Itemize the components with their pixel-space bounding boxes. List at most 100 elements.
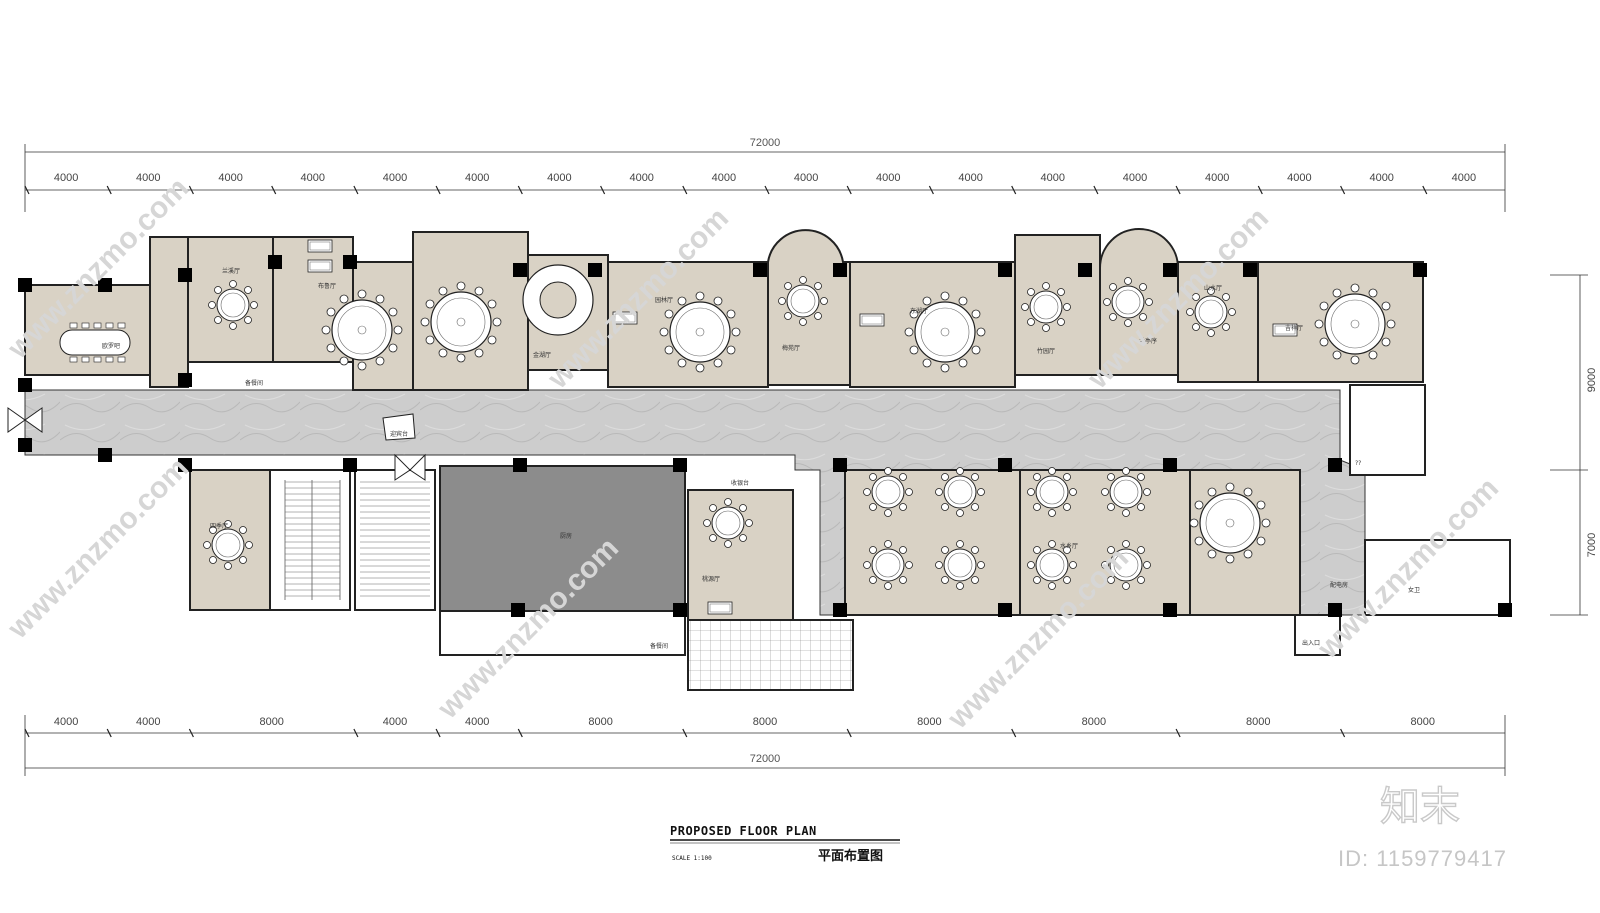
top-segment-label: 4000 (136, 172, 160, 184)
dimension-tick (846, 185, 852, 195)
column (1163, 263, 1177, 277)
column (18, 378, 32, 392)
column (833, 603, 847, 617)
room-label-meiyuan: 梅苑厅 (782, 344, 800, 352)
room-label-lantingxu: 兰亭序 (1139, 337, 1157, 345)
room-label-oulouba: 欧罗吧 (102, 342, 120, 350)
stairs-treads (285, 481, 430, 597)
top-segment-label: 4000 (547, 172, 571, 184)
room-label-kitchen: 厨房 (560, 532, 572, 540)
bottom-segment-label: 8000 (1246, 716, 1270, 728)
top-segment-label: 4000 (958, 172, 982, 184)
top-segment-label: 4000 (301, 172, 325, 184)
top-segment-label: 4000 (1452, 172, 1476, 184)
chair (105, 322, 114, 329)
dimension-tick (106, 185, 112, 195)
column (511, 603, 525, 617)
column (513, 458, 527, 472)
bottom-segment-label: 4000 (54, 716, 78, 728)
chair (81, 322, 90, 329)
dimension-tick (1175, 185, 1181, 195)
column (513, 263, 527, 277)
chair (81, 356, 90, 363)
chair (117, 356, 126, 363)
reception-desk (382, 413, 416, 441)
right-segment-label-2: 7000 (1586, 533, 1598, 557)
top-segment-label: 4000 (1205, 172, 1229, 184)
structural-columns (18, 255, 1512, 617)
bottom-segment-label: 8000 (1082, 716, 1106, 728)
column (1328, 458, 1342, 472)
bottom-segment-label: 8000 (588, 716, 612, 728)
dimension-tick (517, 185, 523, 195)
dimension-tick (1422, 185, 1428, 195)
dimension-tick (517, 728, 523, 738)
room-label-shuixiang: 水乡厅 (1060, 542, 1078, 550)
column (998, 458, 1012, 472)
column (588, 263, 602, 277)
dimension-tick (1093, 185, 1099, 195)
dimension-tick (188, 728, 194, 738)
dimension-tick (24, 728, 30, 738)
column (178, 458, 192, 472)
right-segment-label-1: 9000 (1586, 368, 1598, 392)
room-label-pantry-1: 备餐间 (245, 379, 263, 387)
sofa (307, 259, 333, 273)
chair (117, 322, 126, 329)
title-block: PROPOSED FLOOR PLAN SCALE 1:100 平面布置图 (670, 824, 900, 864)
top-segment-label: 4000 (712, 172, 736, 184)
chair (93, 322, 102, 329)
room-label-lanxi: 兰溪厅 (222, 267, 240, 275)
column (18, 278, 32, 292)
dimension-tick (682, 728, 688, 738)
column (343, 458, 357, 472)
dimension-tick (682, 185, 688, 195)
drawing-scale: SCALE 1:100 (672, 855, 712, 862)
dimension-tick (1011, 728, 1017, 738)
round-table-8-seat (1027, 467, 1077, 517)
spiral-feature (522, 264, 594, 336)
room-label-taoyuan: 桃源厅 (702, 575, 720, 583)
room-label-unknown: ?? (1355, 460, 1361, 467)
column (343, 255, 357, 269)
room-label-exit: 出入口 (1302, 639, 1320, 647)
column (98, 448, 112, 462)
room-label-jinhu: 金湖厅 (533, 351, 551, 359)
room-label-womens-restroom: 女卫 (1408, 586, 1420, 594)
column (833, 263, 847, 277)
dimension-tick (928, 185, 934, 195)
sofa (707, 601, 733, 615)
dimension-tick (353, 728, 359, 738)
column (1163, 603, 1177, 617)
dimension-tick (1175, 728, 1181, 738)
round-table-8-seat (1021, 282, 1071, 332)
room-label-cashier: 收银台 (731, 479, 749, 487)
kitchen-area (439, 465, 686, 612)
top-segment-label: 4000 (1123, 172, 1147, 184)
bottom-dimension-lines (24, 715, 1506, 776)
column (98, 278, 112, 292)
brand-logo: 知末 (1380, 784, 1460, 830)
dimension-tick (353, 185, 359, 195)
chair (105, 356, 114, 363)
top-segment-label: 4000 (1287, 172, 1311, 184)
top-segment-label: 4000 (1041, 172, 1065, 184)
column (753, 263, 767, 277)
dimension-tick (188, 185, 194, 195)
meeting-table (59, 322, 131, 363)
bottom-segment-label: 4000 (465, 716, 489, 728)
bottom-segment-label: 8000 (259, 716, 283, 728)
sofa (859, 313, 885, 327)
bottom-segment-label: 8000 (1411, 716, 1435, 728)
top-segment-label: 4000 (794, 172, 818, 184)
round-table-8-seat (935, 540, 985, 590)
top-segment-label: 4000 (218, 172, 242, 184)
room-label-donghu: 东湖厅 (910, 307, 928, 315)
column (833, 458, 847, 472)
column (998, 263, 1012, 277)
round-table-8-seat (778, 276, 828, 326)
column (673, 458, 687, 472)
top-segment-label: 4000 (465, 172, 489, 184)
image-id: ID: 1159779417 (1338, 846, 1507, 871)
dimension-tick (600, 185, 606, 195)
